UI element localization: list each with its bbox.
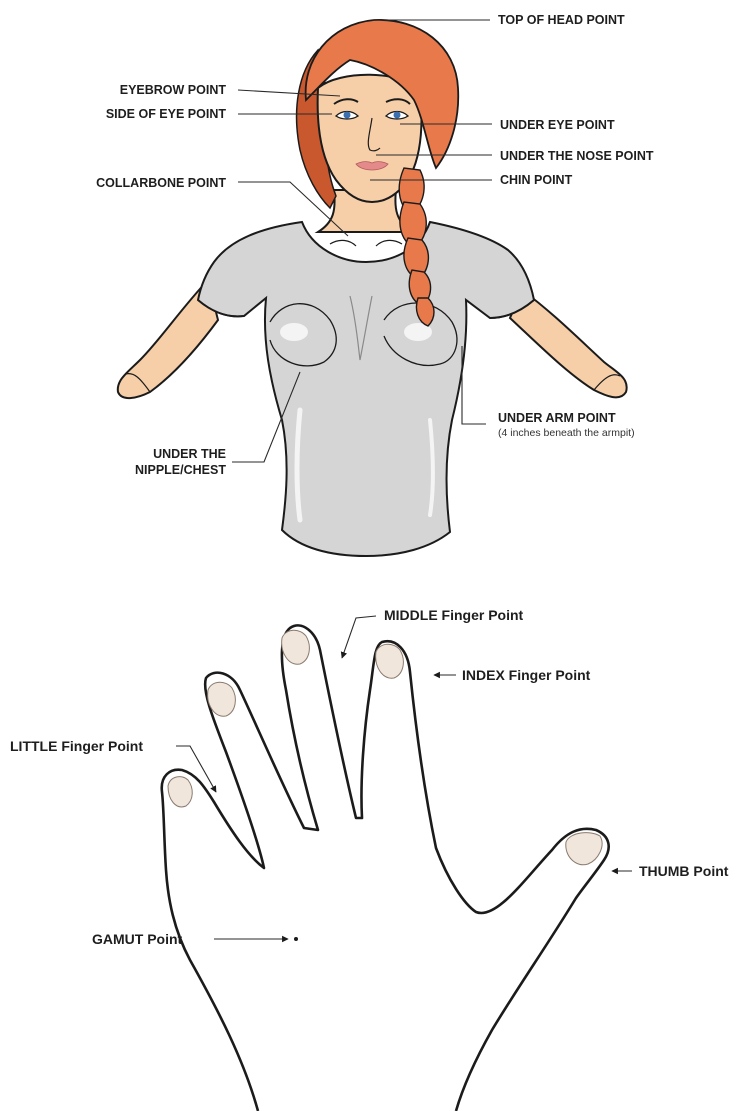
label-top-of-head: TOP OF HEAD POINT <box>498 13 625 27</box>
hand-figure <box>162 625 609 1111</box>
label-little-finger: LITTLE Finger Point <box>10 738 143 754</box>
label-under-eye: UNDER EYE POINT <box>500 118 615 132</box>
shirt <box>198 222 534 556</box>
label-under-arm-note: (4 inches beneath the armpit) <box>498 427 635 439</box>
label-under-nose: UNDER THE NOSE POINT <box>500 149 654 163</box>
label-eyebrow: EYEBROW POINT <box>120 83 227 97</box>
gamut-dot <box>294 937 298 941</box>
label-chin: CHIN POINT <box>500 173 573 187</box>
label-collarbone: COLLARBONE POINT <box>96 176 226 190</box>
label-thumb: THUMB Point <box>639 863 729 879</box>
label-index-finger: INDEX Finger Point <box>462 667 591 683</box>
label-under-nipple-line1: UNDER THE <box>153 447 226 461</box>
label-side-of-eye: SIDE OF EYE POINT <box>106 107 227 121</box>
label-under-arm: UNDER ARM POINT <box>498 411 616 425</box>
label-gamut: GAMUT Point <box>92 931 183 947</box>
label-under-nipple-line2: NIPPLE/CHEST <box>135 463 226 477</box>
label-middle-finger: MIDDLE Finger Point <box>384 607 524 623</box>
